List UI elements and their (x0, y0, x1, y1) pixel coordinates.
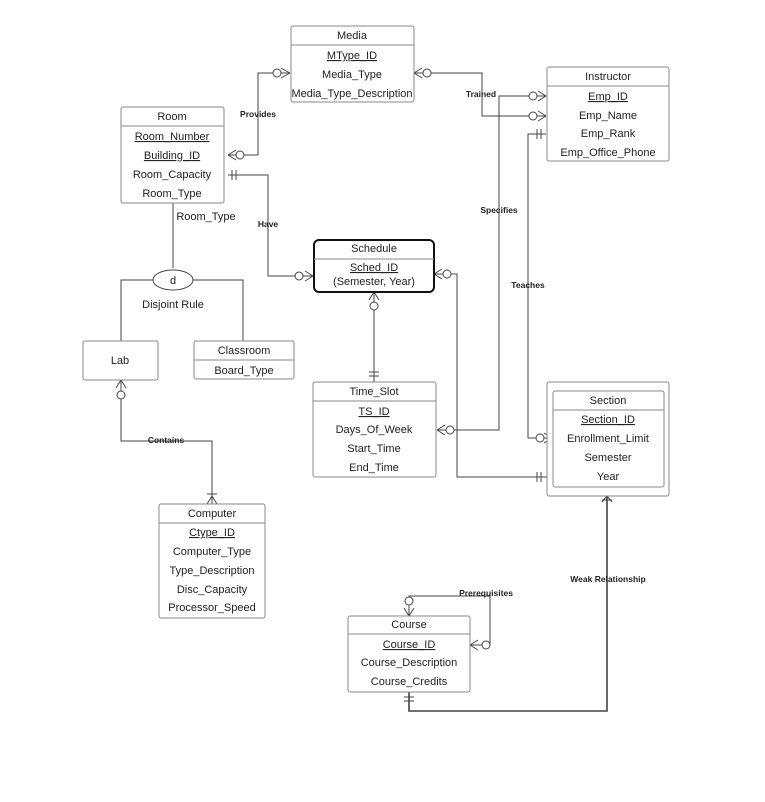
have-label: Have (258, 219, 279, 229)
schedule-section-line (434, 273, 547, 478)
attribute: Days_Of_Week (336, 424, 413, 436)
entity-schedule[interactable]: Schedule Sched_ID (Semester, Year) (313, 239, 435, 293)
attribute: Emp_Office_Phone (560, 147, 655, 159)
attribute-key: MType_ID (327, 50, 377, 62)
attribute: Course_Credits (371, 676, 448, 688)
attribute: Enrollment_Limit (567, 433, 649, 445)
entity-room[interactable]: Room Room_Number Building_ID Room_Capaci… (120, 106, 225, 204)
entity-title: Room (157, 111, 186, 123)
weak-relationship-label: Weak Relationship (570, 574, 645, 584)
entity-course[interactable]: Course Course_ID Course_Description Cour… (347, 615, 471, 693)
attribute: Type_Description (170, 565, 255, 577)
attribute: Disc_Capacity (177, 584, 248, 596)
have-line (228, 174, 313, 277)
entity-title: Instructor (585, 71, 631, 83)
attribute-key: Ctype_ID (189, 527, 235, 539)
attribute-key: Section_ID (581, 414, 635, 426)
trained-line (414, 72, 546, 117)
attribute: Media_Type_Description (291, 88, 412, 100)
attribute-key: Building_ID (144, 150, 200, 162)
attribute: Board_Type (214, 365, 273, 377)
attribute-key: Room_Number (135, 131, 210, 143)
contains-line (120, 380, 213, 504)
attribute: Semester (584, 452, 631, 464)
entity-title: Computer (188, 508, 237, 520)
disjoint-rule-label: Disjoint Rule (142, 299, 204, 311)
trained-label: Trained (466, 89, 496, 99)
provides-label: Provides (240, 109, 276, 119)
prerequisites-label: Prerequisites (459, 588, 513, 598)
attribute: Room_Capacity (133, 169, 212, 181)
entity-title: Media (337, 30, 368, 42)
entity-classroom[interactable]: Classroom Board_Type (193, 340, 295, 380)
attribute: Emp_Name (579, 110, 637, 122)
attribute-key: TS_ID (358, 406, 389, 418)
attribute: Emp_Rank (581, 128, 636, 140)
entity-instructor[interactable]: Instructor Emp_ID Emp_Name Emp_Rank Emp_… (546, 66, 670, 162)
disjoint-symbol-text: d (170, 275, 176, 287)
attribute: Processor_Speed (168, 602, 255, 614)
entity-title: Section (590, 395, 627, 407)
attribute-key: Course_ID (383, 639, 436, 651)
entity-time-slot[interactable]: Time_Slot TS_ID Days_Of_Week Start_Time … (312, 381, 437, 478)
attribute: Course_Description (361, 657, 458, 669)
teaches-label: Teaches (511, 280, 545, 290)
entity-media[interactable]: Media MType_ID Media_Type Media_Type_Des… (290, 25, 415, 103)
entity-title: Course (391, 619, 426, 631)
attribute: End_Time (349, 462, 399, 474)
entity-title: Schedule (351, 243, 397, 255)
attribute: Start_Time (347, 443, 400, 455)
subtype-group: Room_Type d Disjoint Rule (142, 211, 236, 311)
entity-lab[interactable]: Lab (82, 340, 159, 381)
specifies-label: Specifies (480, 205, 518, 215)
entity-section[interactable]: Section Section_ID Enrollment_Limit Seme… (546, 381, 670, 497)
subtype-discriminator-label: Room_Type (176, 211, 235, 223)
attribute: Media_Type (322, 69, 382, 81)
attribute-key: Emp_ID (588, 91, 628, 103)
attribute: Room_Type (142, 188, 201, 200)
disjoint-symbol (152, 269, 194, 291)
attribute-key: Sched_ID (350, 262, 398, 274)
cardinality-marks (115, 67, 613, 702)
entity-computer[interactable]: Computer Ctype_ID Computer_Type Type_Des… (158, 503, 266, 619)
specifies-line (437, 95, 546, 431)
subtype-branch-line (120, 279, 244, 341)
relationship-labels: Provides Trained Have Specifies Teaches … (148, 89, 646, 598)
entity-title: Classroom (218, 345, 271, 357)
attribute: Computer_Type (173, 546, 251, 558)
attribute: (Semester, Year) (333, 276, 415, 288)
entity-title: Lab (111, 355, 129, 367)
contains-label: Contains (148, 435, 185, 445)
attribute: Year (597, 471, 620, 483)
entity-title: Time_Slot (349, 386, 398, 398)
